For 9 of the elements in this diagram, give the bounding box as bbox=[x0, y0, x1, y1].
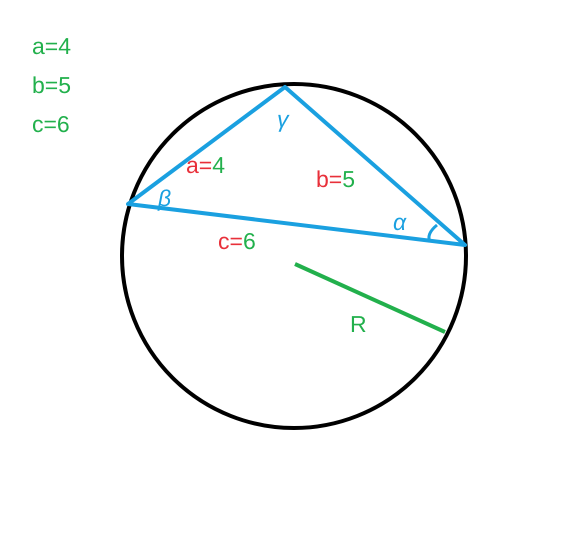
given-value: c=6 bbox=[32, 111, 70, 137]
side-label: a=4 bbox=[186, 152, 226, 178]
given-value: b=5 bbox=[32, 72, 72, 98]
radius-label: R bbox=[350, 311, 367, 337]
angle-label: α bbox=[393, 209, 406, 235]
side-label: c=6 bbox=[218, 228, 256, 254]
side-label: b=5 bbox=[316, 166, 356, 192]
given-value: a=4 bbox=[32, 33, 72, 59]
angle-label: γ bbox=[277, 106, 288, 132]
